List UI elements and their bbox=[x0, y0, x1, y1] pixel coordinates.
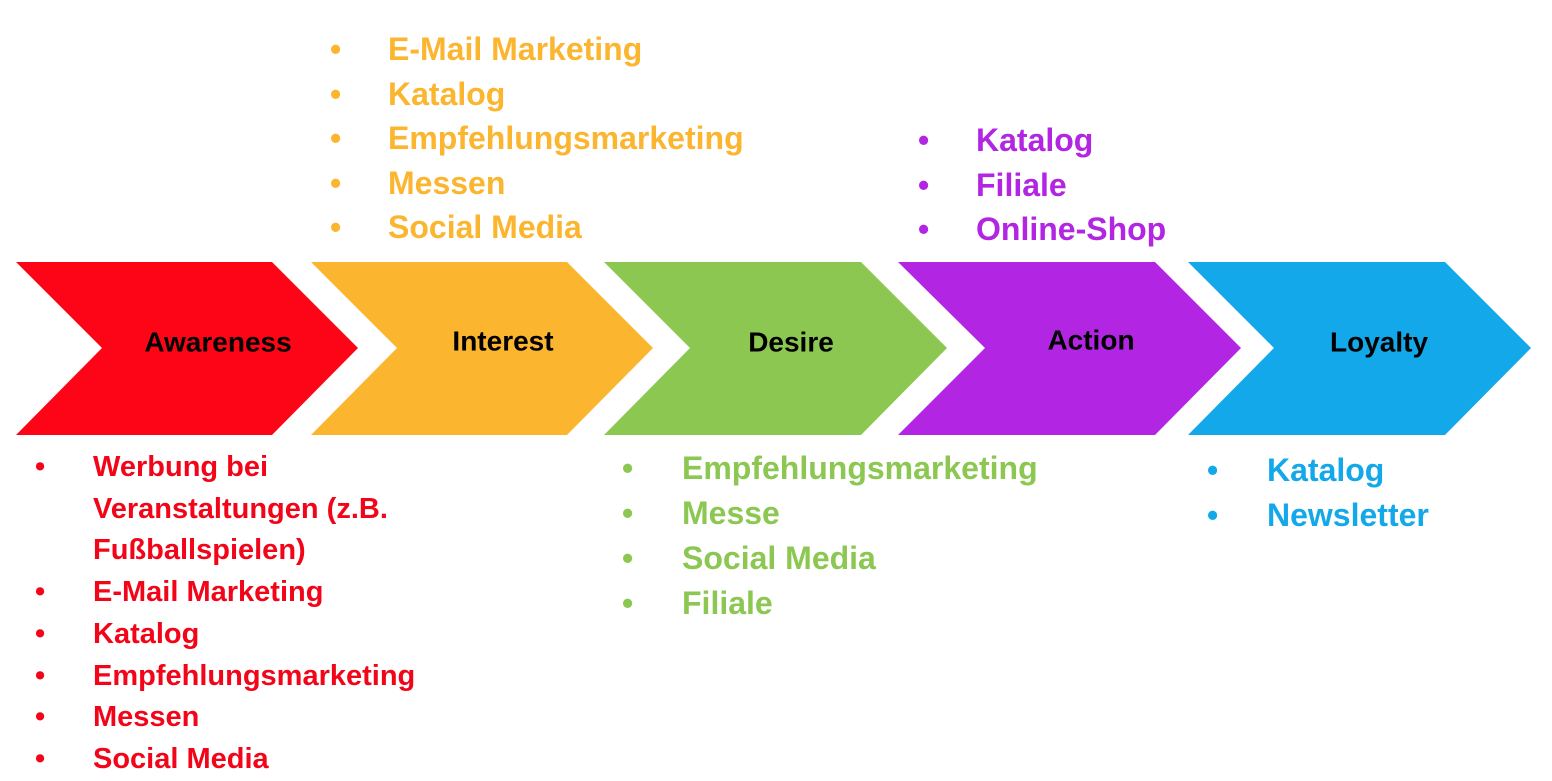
channel-item: Messen bbox=[35, 697, 423, 739]
channel-item: E-Mail Marketing bbox=[35, 572, 423, 614]
stage-label-awareness: Awareness bbox=[144, 326, 291, 357]
stage-label-interest: Interest bbox=[452, 325, 553, 356]
channel-item: Social Media bbox=[330, 205, 744, 250]
channel-item: Online-Shop bbox=[918, 207, 1166, 252]
channel-item: Filiale bbox=[622, 581, 1038, 626]
channel-item: Katalog bbox=[918, 118, 1166, 163]
channel-item: Filiale bbox=[918, 163, 1166, 208]
channel-item: Empfehlungsmarketing bbox=[330, 116, 744, 161]
channel-item: Social Media bbox=[622, 536, 1038, 581]
chevron-shape-loyalty bbox=[1188, 262, 1531, 435]
chevron-action: Action bbox=[898, 262, 1241, 435]
chevron-shape-desire bbox=[604, 262, 947, 435]
chevron-interest: Interest bbox=[311, 262, 653, 435]
channel-item: Messe bbox=[622, 491, 1038, 536]
channel-item: Empfehlungsmarketing bbox=[35, 656, 423, 698]
channel-item: Newsletter bbox=[1207, 493, 1429, 538]
chevron-shape-interest bbox=[311, 262, 653, 435]
channel-item: Empfehlungsmarketing bbox=[622, 446, 1038, 491]
channel-list-awareness: Werbung bei Veranstaltungen (z.B. Fußbal… bbox=[35, 447, 423, 781]
channel-list-action: Katalog Filiale Online-Shop bbox=[918, 118, 1166, 252]
stage-label-action: Action bbox=[1047, 324, 1134, 355]
channel-item: Social Media bbox=[35, 739, 423, 781]
channel-item: Werbung bei Veranstaltungen (z.B. Fußbal… bbox=[35, 447, 423, 572]
channel-list-interest: E-Mail Marketing Katalog Empfehlungsmark… bbox=[330, 27, 744, 250]
channel-list-loyalty: Katalog Newsletter bbox=[1207, 448, 1429, 538]
chevron-awareness: Awareness bbox=[16, 262, 358, 435]
channel-item: Messen bbox=[330, 161, 744, 206]
stage-label-desire: Desire bbox=[748, 326, 834, 357]
chevron-desire: Desire bbox=[604, 262, 947, 435]
channel-list-desire: Empfehlungsmarketing Messe Social Media … bbox=[622, 446, 1038, 626]
channel-item: Katalog bbox=[35, 614, 423, 656]
channel-item: Katalog bbox=[1207, 448, 1429, 493]
stage-label-loyalty: Loyalty bbox=[1330, 326, 1428, 357]
chevron-loyalty: Loyalty bbox=[1188, 262, 1531, 435]
chevron-shape-awareness bbox=[16, 262, 358, 435]
channel-item: E-Mail Marketing bbox=[330, 27, 744, 72]
channel-item: Katalog bbox=[330, 72, 744, 117]
chevron-shape-action bbox=[898, 262, 1241, 435]
